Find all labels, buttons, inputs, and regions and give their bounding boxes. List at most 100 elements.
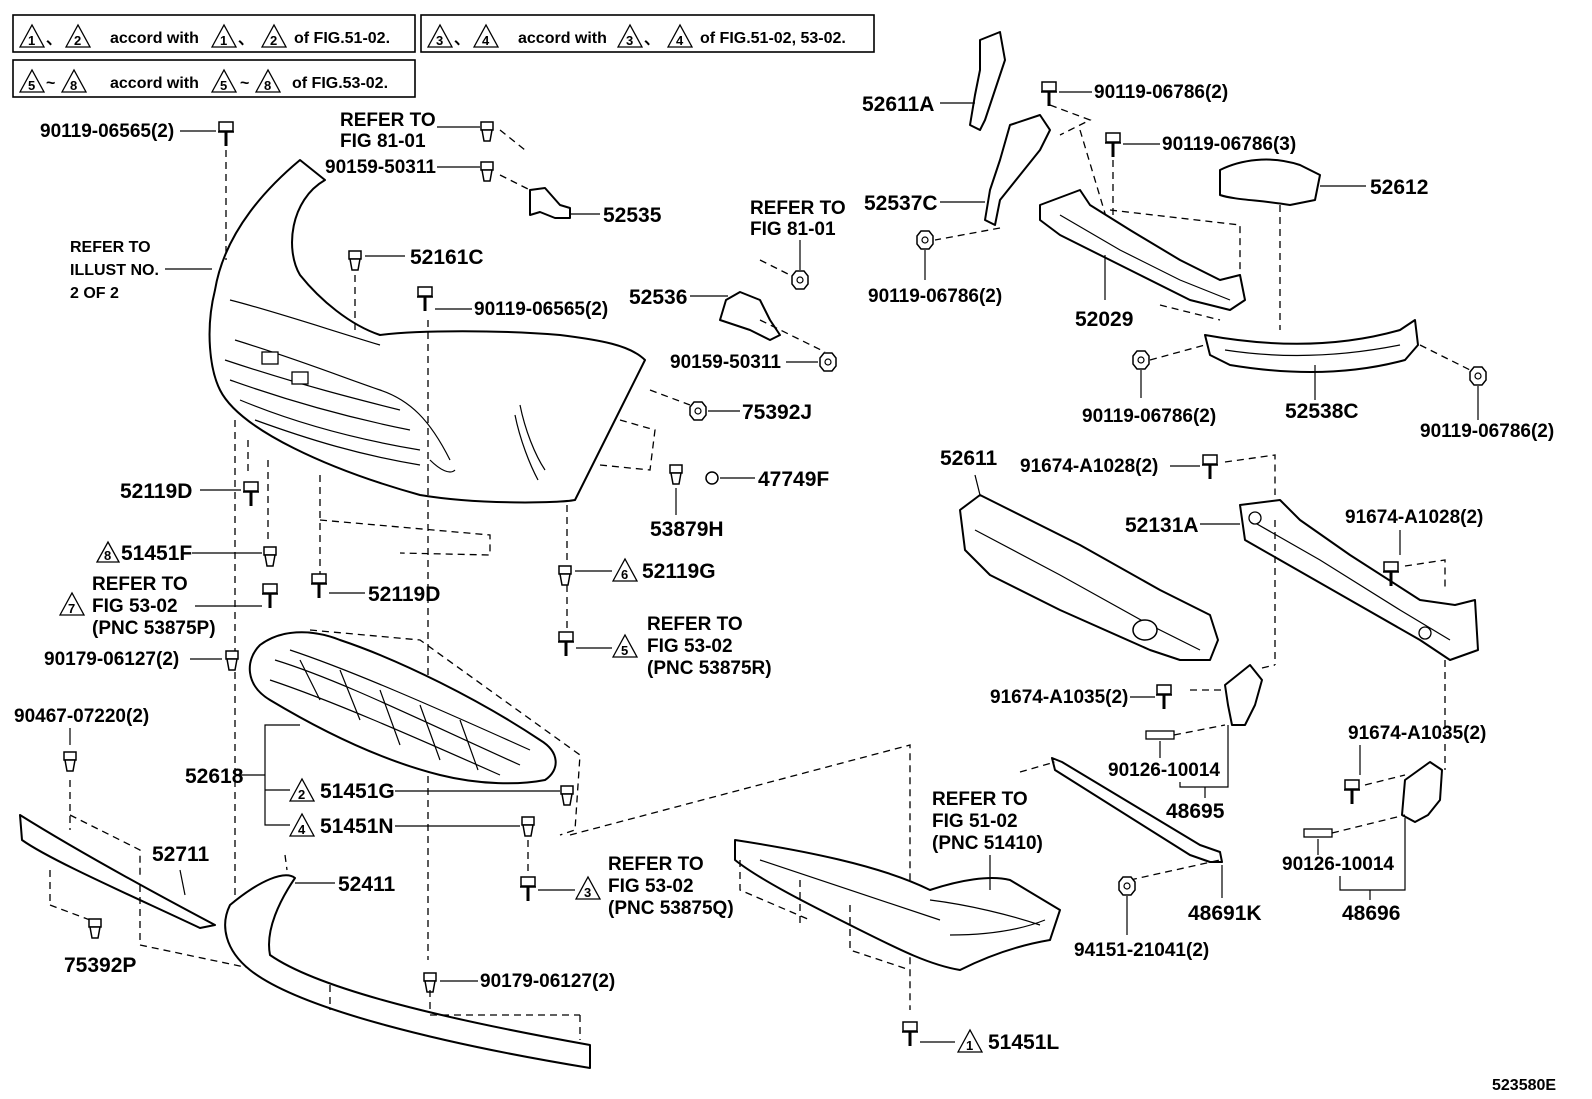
part-label: 90179-06127(2) <box>44 649 179 670</box>
svg-text:、: 、 <box>46 31 62 48</box>
part-label: 48696 <box>1342 902 1400 925</box>
svg-text:4: 4 <box>676 33 684 48</box>
nut-icon <box>1132 350 1150 370</box>
nut-icon <box>1118 876 1136 896</box>
svg-text:8: 8 <box>264 78 271 93</box>
bracket-52535 <box>529 187 571 219</box>
part-label: 52711 <box>152 843 210 866</box>
note-triangle-icon: 1 <box>210 23 238 48</box>
part-label: 48691K <box>1188 902 1262 925</box>
svg-text:3: 3 <box>584 885 591 900</box>
svg-text:of FIG.51-02, 53-02.: of FIG.51-02, 53-02. <box>700 30 846 47</box>
part-label: 47749F <box>758 468 829 491</box>
bolt-icon <box>216 120 236 148</box>
svg-text:、: 、 <box>644 31 660 48</box>
part-label: 51451G <box>320 780 395 803</box>
nut-icon <box>1469 366 1487 386</box>
part-label: 90119-06786(2) <box>1420 421 1554 442</box>
absorber-52611 <box>959 494 1219 661</box>
part-label: (PNC 53875Q) <box>608 898 734 919</box>
part-label: 90159-50311 <box>325 157 436 178</box>
part-label: 52538C <box>1285 400 1359 423</box>
bolt-icon <box>1342 778 1362 806</box>
part-label: 90119-06786(2) <box>1082 406 1216 427</box>
part-label: 52119G <box>642 560 716 583</box>
stud-icon <box>1145 730 1175 740</box>
part-label: 52131A <box>1125 514 1199 537</box>
part-label: 90179-06127(2) <box>480 971 615 992</box>
part-label: 90159-50311 <box>670 352 781 373</box>
svg-text:accord with: accord with <box>518 30 607 47</box>
part-label: (PNC 53875R) <box>647 658 772 679</box>
svg-text:2: 2 <box>298 787 305 802</box>
svg-text:3: 3 <box>626 33 633 48</box>
part-label: 52611 <box>940 447 998 470</box>
part-label: REFER TO <box>608 854 704 875</box>
note-triangle-icon: 5 <box>18 68 46 93</box>
part-label: 90119-06565(2) <box>40 121 174 142</box>
bolt-icon <box>241 480 261 508</box>
part-label: REFER TO <box>340 110 436 131</box>
triangle-7-icon: 7 <box>58 591 86 616</box>
triangle-2-icon: 2 <box>288 777 316 802</box>
part-label: REFER TO <box>750 198 846 219</box>
clip-icon <box>669 464 683 485</box>
svg-text:1: 1 <box>966 1038 973 1053</box>
svg-text:of FIG.51-02.: of FIG.51-02. <box>294 30 390 47</box>
svg-text:~: ~ <box>240 75 249 92</box>
bracket-48695 <box>1224 664 1263 726</box>
part-label: 52119D <box>120 480 192 503</box>
svg-text:5: 5 <box>621 643 628 658</box>
engine-undercover <box>734 839 1061 971</box>
part-label: 90119-06786(2) <box>1094 82 1228 103</box>
stud-icon <box>1303 828 1333 838</box>
garnish-52711 <box>19 814 216 929</box>
bracket-48696 <box>1401 761 1443 823</box>
note-box-1: 1 、 2 accord with 1 、 2 of FIG.51-02. <box>12 14 416 53</box>
part-label: 48695 <box>1166 800 1225 823</box>
part-label: FIG 51-02 <box>932 811 1018 832</box>
part-label: REFER TO <box>647 614 743 635</box>
bolt-icon <box>1103 131 1123 159</box>
bolt-icon <box>1039 80 1059 108</box>
note-triangle-icon: 8 <box>254 68 282 93</box>
nut-icon <box>791 270 809 290</box>
part-label: 91674-A1035(2) <box>1348 723 1486 744</box>
part-label: 91674-A1028(2) <box>1345 507 1483 528</box>
clip-icon <box>480 121 494 142</box>
svg-text:4: 4 <box>298 822 306 837</box>
part-label: 90126-10014 <box>1282 854 1394 875</box>
retainer-52029 <box>1039 189 1246 311</box>
part-label: 52611A <box>862 93 934 116</box>
part-label: 75392J <box>742 401 812 424</box>
svg-text:of FIG.53-02.: of FIG.53-02. <box>292 75 388 92</box>
absorber-52611A <box>969 31 1006 131</box>
bolt-icon <box>309 572 329 600</box>
svg-text:7: 7 <box>68 601 75 616</box>
note-triangle-icon: 1 <box>18 23 46 48</box>
clip-icon <box>348 250 362 271</box>
part-label: REFER TO <box>92 574 188 595</box>
part-label: (PNC 53875P) <box>92 618 216 639</box>
part-label: 91674-A1028(2) <box>1020 456 1158 477</box>
part-label: 91674-A1035(2) <box>990 687 1128 708</box>
triangle-8-icon: 8 <box>95 540 121 563</box>
part-label: 94151-21041(2) <box>1074 940 1209 961</box>
svg-text:accord with: accord with <box>110 75 199 92</box>
svg-text:5: 5 <box>28 78 35 93</box>
bolt-icon <box>518 875 538 903</box>
bolt-icon <box>1200 453 1220 481</box>
diagram-reference-code: 523580E <box>1492 1077 1556 1094</box>
part-label: FIG 81-01 <box>750 219 836 240</box>
part-label: REFER TO <box>70 239 151 256</box>
svg-text:、: 、 <box>454 31 470 48</box>
part-label: REFER TO <box>932 789 1028 810</box>
part-label: 90126-10014 <box>1108 760 1220 781</box>
part-label: 52119D <box>368 583 440 606</box>
spoiler-52411 <box>224 874 591 1069</box>
clip-icon <box>480 161 494 182</box>
nut-icon <box>916 230 934 250</box>
svg-text:1: 1 <box>28 33 35 48</box>
bolt-icon <box>900 1020 920 1048</box>
svg-text:2: 2 <box>270 33 277 48</box>
